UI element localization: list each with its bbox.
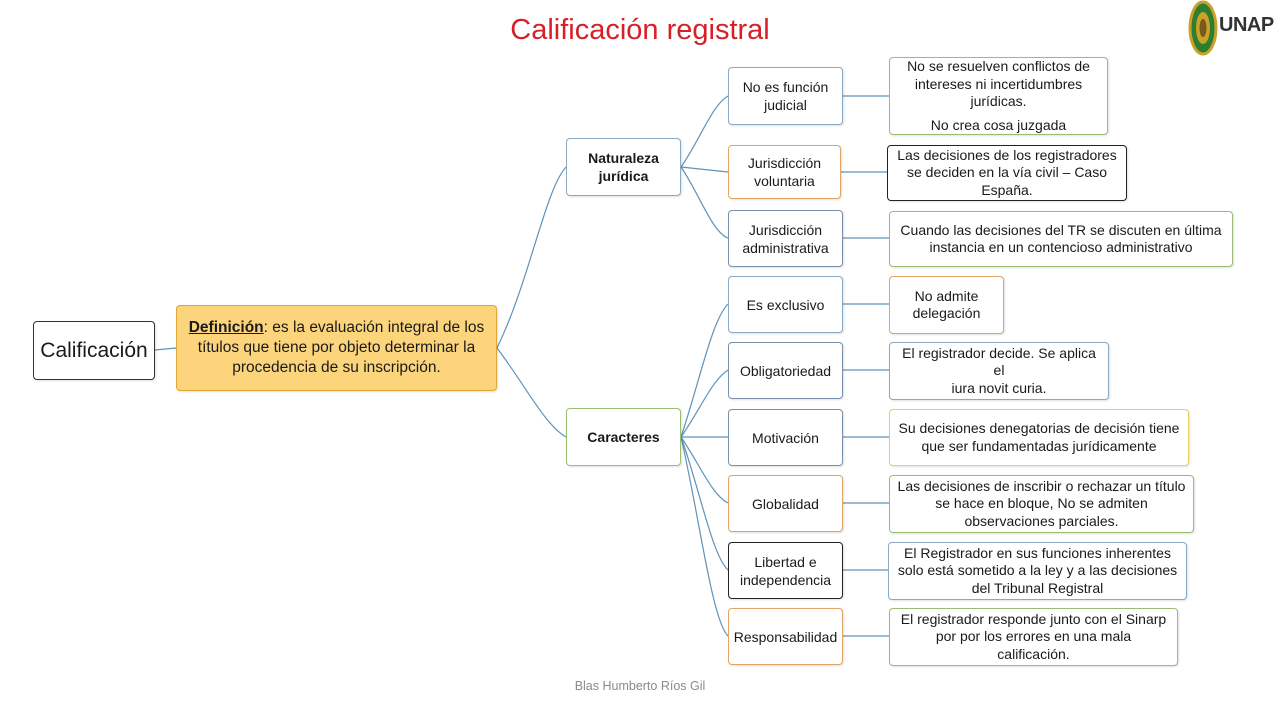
connector-definition-naturaleza (496, 166, 567, 349)
desc-jurisdiccion-administrativa: Cuando las decisiones del TR se discuten… (889, 211, 1233, 267)
desc-line: intereses ni incertidumbres (914, 75, 1083, 92)
item-obligatoriedad: Obligatoriedad (728, 342, 843, 399)
branch-naturaleza-label: Naturaleza jurídica (588, 149, 659, 185)
connector-caracteres-item-0 (680, 303, 729, 438)
desc-line: observaciones parciales. (964, 512, 1119, 529)
desc-globalidad: Las decisiones de inscribir o rechazar u… (889, 475, 1194, 533)
desc-es-exclusivo: No admite delegación (889, 276, 1004, 334)
logo-text: UNAP (1219, 14, 1274, 36)
definition-node: Definición: es la evaluación integral de… (176, 305, 497, 391)
item-jurisdiccion-administrativa: Jurisdicción administrativa (728, 210, 843, 267)
branch-naturaleza-label-line2: jurídica (598, 168, 649, 184)
definition-text: : es la evaluación integral de los títul… (197, 319, 485, 376)
desc-text: No se resuelven conflictos de intereses … (907, 58, 1090, 134)
connector-root-definition (154, 347, 177, 351)
item-motivacion: Motivación (728, 409, 843, 466)
item-label-line2: voluntaria (754, 173, 815, 189)
desc-motivacion: Su decisiones denegatorias de decisión t… (889, 409, 1189, 466)
desc-text: El Registrador en sus funciones inherent… (898, 545, 1177, 598)
desc-line: Cuando las decisiones del TR se discuten… (900, 221, 1222, 238)
desc-text: Las decisiones de inscribir o rechazar u… (898, 478, 1186, 531)
item-label: Obligatoriedad (739, 362, 832, 379)
desc-text: Las decisiones de los registradores se d… (897, 147, 1116, 200)
definition-text-block: Definición: es la evaluación integral de… (185, 318, 488, 378)
root-node-calificacion: Calificación (33, 321, 155, 380)
desc-responsabilidad: El registrador responde junto con el Sin… (889, 608, 1178, 666)
item-es-exclusivo: Es exclusivo (728, 276, 843, 333)
item-globalidad: Globalidad (728, 475, 843, 532)
item-label: Jurisdicción administrativa (742, 221, 828, 257)
item-label-line2: administrativa (742, 239, 829, 256)
desc-extra-line: No crea cosa juzgada (930, 116, 1067, 133)
item-label-line1: Jurisdicción (748, 221, 823, 238)
desc-text: No admite delegación (913, 288, 981, 323)
item-libertad-e-independencia: Libertad e independencia (728, 542, 843, 599)
connector-caracteres-item-3 (680, 436, 729, 504)
desc-no-es-funcion-judicial: No se resuelven conflictos de intereses … (889, 57, 1108, 135)
unap-logo: UNAP (1188, 0, 1280, 58)
item-label: Responsabilidad (733, 628, 838, 645)
item-label: Es exclusivo (746, 296, 825, 313)
page-title: Calificación registral (510, 14, 770, 46)
item-responsabilidad: Responsabilidad (728, 608, 843, 665)
item-label: Motivación (752, 429, 819, 446)
desc-line: El registrador responde junto con el Sin… (900, 610, 1167, 627)
connector-naturaleza-item-1 (680, 166, 729, 173)
desc-line: por por los errores en una mala (935, 628, 1132, 645)
item-no-es-funcion-judicial: No es función judicial (728, 67, 843, 125)
footer-author: Blas Humberto Ríos Gil (574, 679, 706, 693)
definition-label: Definición (188, 319, 264, 336)
item-label: No es función judicial (743, 78, 829, 114)
desc-libertad-e-independencia: El Registrador en sus funciones inherent… (888, 542, 1187, 600)
connector-caracteres-item-1 (680, 369, 729, 438)
branch-caracteres-label: Caracteres (587, 429, 660, 445)
desc-line: delegación (912, 305, 981, 321)
desc-line: instancia en un contencioso administrati… (929, 239, 1193, 255)
item-label: Globalidad (752, 495, 819, 512)
desc-obligatoriedad: El registrador decide. Se aplica el iura… (889, 342, 1109, 400)
branch-caracteres: Caracteres (566, 408, 681, 466)
desc-text: El registrador responde junto con el Sin… (901, 611, 1166, 664)
item-label: Jurisdicción voluntaria (748, 154, 821, 190)
connector-caracteres-item-5 (680, 436, 729, 637)
desc-line: El registrador decide. Se aplica el (902, 344, 1096, 379)
connector-caracteres-item-4 (680, 436, 729, 571)
connector-naturaleza-item-0 (680, 95, 729, 168)
item-label-line1: Jurisdicción (747, 155, 822, 171)
desc-line: El Registrador en sus funciones inherent… (904, 544, 1171, 561)
item-label-line1: Libertad e (754, 553, 817, 570)
desc-text: El registrador decide. Se aplica el iura… (896, 345, 1102, 398)
branch-naturaleza-label-line1: Naturaleza (588, 150, 659, 166)
desc-line: solo está sometido a la ley y a las deci… (897, 562, 1178, 579)
desc-line: Su decisiones denegatorias de decisión t… (898, 420, 1180, 436)
desc-line: se hace en bloque, No se admiten (935, 495, 1148, 512)
desc-text: Cuando las decisiones del TR se discuten… (900, 222, 1221, 257)
desc-line: que ser fundamentadas jurídicamente (921, 437, 1157, 454)
desc-line: No se resuelven conflictos de (907, 58, 1090, 74)
item-label-line2: independencia (739, 571, 832, 588)
item-label: Libertad e independencia (740, 553, 831, 589)
item-jurisdiccion-voluntaria: Jurisdicción voluntaria (728, 145, 841, 199)
item-label-line1: No es función (742, 79, 829, 95)
connector-definition-caracteres (496, 347, 567, 438)
desc-line: se deciden en la vía civil – Caso (907, 164, 1107, 181)
connector-naturaleza-item-2 (680, 166, 729, 239)
desc-line: iura novit curia. (951, 379, 1047, 396)
item-label-line2: judicial (764, 97, 807, 113)
desc-line: Las decisiones de los registradores (897, 146, 1117, 163)
desc-line: jurídicas. (970, 93, 1027, 109)
branch-naturaleza-juridica: Naturaleza jurídica (566, 138, 681, 196)
desc-line: No admite (914, 287, 979, 304)
desc-line: del Tribunal Registral (971, 579, 1104, 596)
desc-line: España. (981, 181, 1033, 198)
desc-line: Las decisiones de inscribir o rechazar u… (897, 477, 1186, 494)
desc-jurisdiccion-voluntaria: Las decisiones de los registradores se d… (887, 145, 1127, 201)
root-label: Calificación (40, 338, 148, 362)
desc-line: calificación. (997, 645, 1070, 662)
university-seal-icon (1188, 0, 1218, 56)
desc-text: Su decisiones denegatorias de decisión t… (899, 420, 1180, 455)
